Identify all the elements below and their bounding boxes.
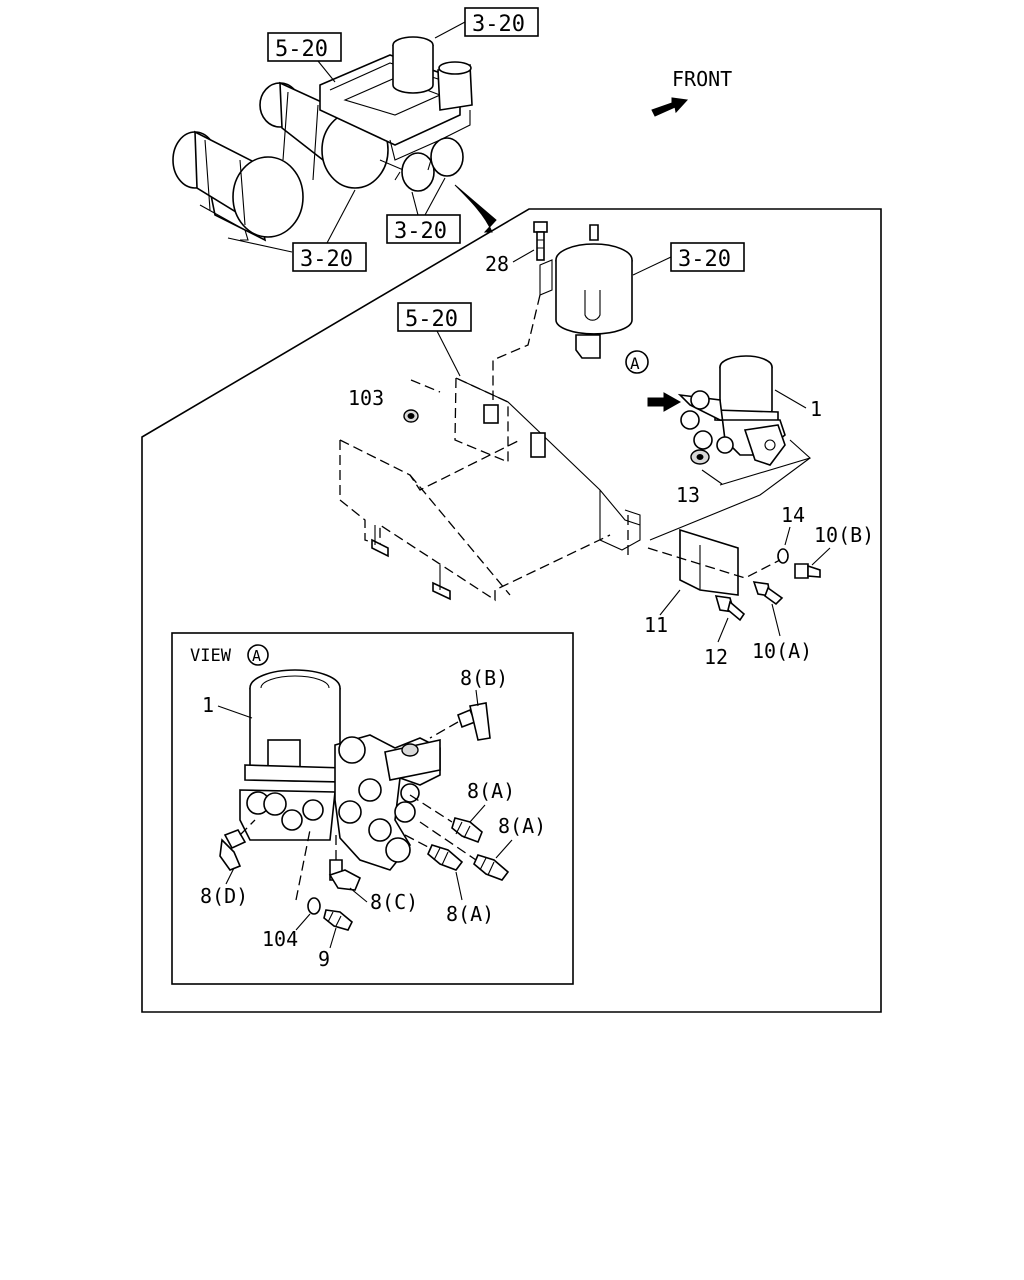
inset-callout-8a-2: 8(A) (498, 814, 546, 838)
ref-box-bracket-top: 5-20 (267, 32, 342, 83)
bolt-28: 28 (485, 221, 548, 276)
ref-box-bracket-mid: 5-20 (397, 302, 472, 377)
washer-14: 14 (777, 503, 805, 564)
fitting-8c: 8(C) (328, 835, 418, 914)
ref-box-filter: 3-20 (678, 247, 731, 272)
svg-text:3-20: 3-20 (300, 247, 353, 272)
bolt-10a: 10(A) (752, 581, 812, 663)
washer-104: 104 (262, 829, 321, 951)
nut-103: 103 (348, 379, 441, 423)
callout-1: 1 (810, 397, 822, 421)
inset-callout-8d: 8(D) (200, 884, 248, 908)
callout-10a: 10(A) (752, 639, 812, 663)
callout-28: 28 (485, 252, 509, 276)
bolt-12: 12 (704, 595, 746, 669)
callout-103: 103 (348, 386, 384, 410)
inset-title: VIEW (190, 646, 232, 666)
svg-text:3-20: 3-20 (472, 12, 525, 37)
air-filter: 3-20 (492, 224, 745, 400)
fitting-8b: 8(B) (429, 666, 508, 741)
small-tank-top (392, 36, 434, 94)
inset-title-mark: A (252, 647, 261, 665)
inset-callout-8c: 8(C) (370, 890, 418, 914)
svg-text:5-20: 5-20 (405, 307, 458, 332)
ref-box-tanks-left: 3-20 (227, 189, 367, 272)
inset-callout-8b: 8(B) (460, 666, 508, 690)
bracket-11: 11 (644, 439, 812, 637)
fitting-8a-3: 8(A) (404, 834, 494, 926)
view-a-marker (625, 350, 649, 374)
view-a-inset: VIEW A 1 (171, 632, 574, 985)
mounting-bracket (339, 376, 641, 602)
ref-box-tank-top: 3-20 (434, 7, 539, 39)
front-label: FRONT (672, 67, 732, 91)
callout-14: 14 (781, 503, 805, 527)
svg-text:5-20: 5-20 (275, 37, 328, 62)
fitting-8a-1: 8(A) (409, 779, 515, 844)
callout-11: 11 (644, 613, 668, 637)
inset-callout-8a-3: 8(A) (446, 902, 494, 926)
air-dryer-1: A 1 (625, 350, 822, 466)
callout-13: 13 (676, 483, 700, 507)
inset-callout-9: 9 (318, 947, 330, 971)
small-tanks-lower (394, 137, 464, 192)
air-tank-left (172, 130, 304, 242)
callout-10b: 10(B) (814, 523, 874, 547)
overview-assembly: 3-20 5-20 3-20 3-20 (172, 7, 539, 272)
nut-13: 13 (676, 449, 723, 507)
callout-12: 12 (704, 645, 728, 669)
detail-frame (141, 208, 882, 1013)
inset-air-dryer (239, 669, 441, 871)
view-a-arrow-icon (647, 392, 682, 412)
fitting-9: 9 (318, 909, 353, 971)
svg-text:3-20: 3-20 (394, 219, 447, 244)
front-indicator: FRONT (651, 67, 732, 117)
fitting-8a-2: 8(A) (419, 814, 546, 881)
inset-callout-1: 1 (202, 693, 214, 717)
ref-box-tanks-lower: 3-20 (386, 177, 461, 244)
inset-callout-8a-1: 8(A) (467, 779, 515, 803)
bolt-10b: 10(B) (794, 523, 874, 579)
inset-callout-104: 104 (262, 927, 298, 951)
fitting-8d: 8(D) (200, 819, 256, 908)
front-arrow-icon (651, 97, 689, 117)
detail-pointer-arrow (454, 184, 497, 233)
svg-text:A: A (630, 354, 640, 373)
small-tank-side (437, 61, 473, 111)
